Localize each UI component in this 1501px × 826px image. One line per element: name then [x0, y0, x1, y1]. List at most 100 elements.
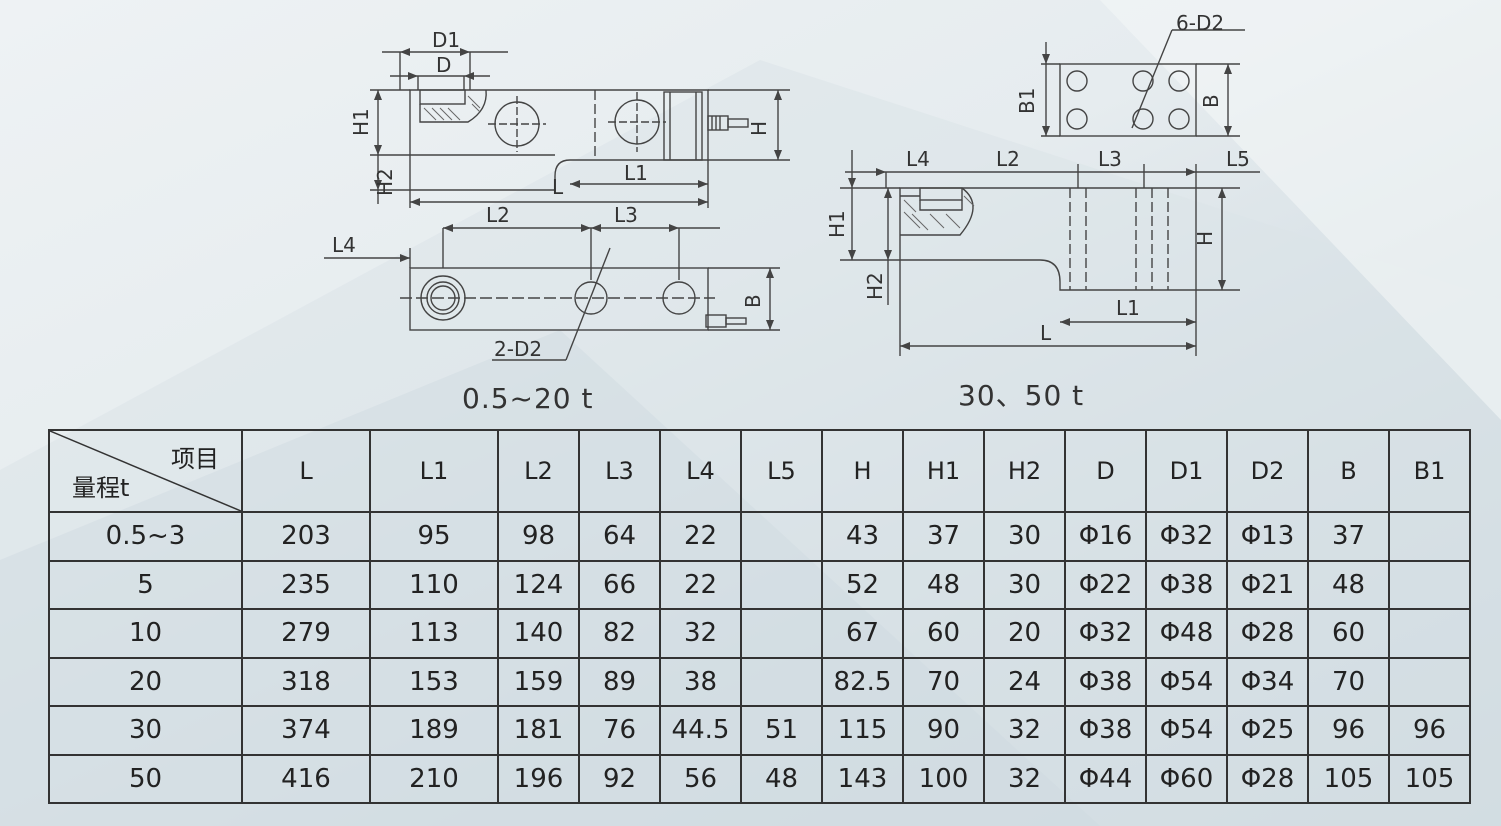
label-h2: H2: [373, 168, 397, 196]
table-cell: Φ54: [1145, 705, 1228, 756]
table-cell: 96: [1307, 705, 1390, 756]
table-cell: Φ32: [1145, 511, 1228, 562]
table-cell: 181: [497, 705, 580, 756]
header-cell: L3: [578, 429, 661, 513]
label-l4-right: L4: [906, 147, 930, 171]
left-side-view: [370, 51, 790, 208]
table-cell: Φ28: [1226, 753, 1309, 804]
table-cell: 374: [241, 705, 371, 756]
table-cell: 22: [659, 511, 742, 562]
table-cell: 32: [983, 753, 1066, 804]
header-cell: B1: [1388, 429, 1471, 513]
label-h2-right: H2: [863, 272, 887, 300]
label-h: H: [747, 121, 771, 136]
label-h-right: H: [1193, 231, 1217, 246]
table-cell: 100: [902, 753, 985, 804]
table-cell: 196: [497, 753, 580, 804]
table-cell: 189: [369, 705, 499, 756]
label-l3-right: L3: [1098, 147, 1122, 171]
table-cell: 90: [902, 705, 985, 756]
table-cell: 67: [821, 608, 904, 659]
technical-drawing: D1 D H1 H2 H L1 L L2 L3 L4 B 2-D2 6-D2 B…: [324, 11, 1260, 361]
table-cell: Φ48: [1145, 608, 1228, 659]
range-cell: 30: [48, 705, 243, 756]
table-cell: 98: [497, 511, 580, 562]
table-cell: 48: [902, 559, 985, 610]
table-cell: 203: [241, 511, 371, 562]
table-cell: 20: [983, 608, 1066, 659]
table-cell: 30: [983, 559, 1066, 610]
table-cell: Φ13: [1226, 511, 1309, 562]
corner-label-range: 量程t: [72, 474, 130, 502]
table-cell: 37: [1307, 511, 1390, 562]
table-cell: 32: [983, 705, 1066, 756]
range-cell: 10: [48, 608, 243, 659]
table-cell: 115: [821, 705, 904, 756]
table-cell: 51: [740, 705, 823, 756]
table-cell: [740, 511, 823, 562]
header-cell: D2: [1226, 429, 1309, 513]
table-cell: Φ60: [1145, 753, 1228, 804]
table-cell: 113: [369, 608, 499, 659]
label-l-right: L: [1040, 321, 1052, 345]
table-cell: Φ25: [1226, 705, 1309, 756]
table-cell: Φ28: [1226, 608, 1309, 659]
table-cell: Φ38: [1064, 656, 1147, 707]
header-cell: H1: [902, 429, 985, 513]
header-cell: L2: [497, 429, 580, 513]
header-cell: L4: [659, 429, 742, 513]
table-cell: 44.5: [659, 705, 742, 756]
header-cell: L1: [369, 429, 499, 513]
label-d1: D1: [432, 28, 460, 52]
table-cell: [1388, 656, 1471, 707]
table-cell: Φ32: [1064, 608, 1147, 659]
table-cell: 110: [369, 559, 499, 610]
label-d: D: [436, 53, 451, 77]
table-cell: 76: [578, 705, 661, 756]
corner-cell: 项目 量程t: [48, 429, 243, 513]
range-cell: 20: [48, 656, 243, 707]
table-cell: Φ44: [1064, 753, 1147, 804]
spec-table: 项目 量程t L L1 L2 L3 L4 L5 H H1 H2 D D1 D2 …: [48, 429, 1471, 804]
label-l: L: [552, 175, 564, 199]
table-cell: 64: [578, 511, 661, 562]
table-cell: 124: [497, 559, 580, 610]
label-l2-right: L2: [996, 147, 1020, 171]
table-cell: 235: [241, 559, 371, 610]
table-cell: 96: [1388, 705, 1471, 756]
table-cell: 24: [983, 656, 1066, 707]
right-side-view: [840, 150, 1260, 356]
label-l1-right: L1: [1116, 296, 1140, 320]
table-cell: 153: [369, 656, 499, 707]
range-cell: 50: [48, 753, 243, 804]
table-header-row: 项目 量程t L L1 L2 L3 L4 L5 H H1 H2 D D1 D2 …: [48, 429, 1471, 513]
header-cell: B: [1307, 429, 1390, 513]
table-cell: Φ34: [1226, 656, 1309, 707]
label-6-d2: 6-D2: [1176, 11, 1224, 35]
table-cell: 159: [497, 656, 580, 707]
header-cell: H: [821, 429, 904, 513]
table-cell: 66: [578, 559, 661, 610]
table-cell: 89: [578, 656, 661, 707]
label-l1: L1: [624, 161, 648, 185]
corner-label-item: 项目: [171, 445, 219, 473]
header-cell: D: [1064, 429, 1147, 513]
table-cell: Φ38: [1064, 705, 1147, 756]
header-cell: D1: [1145, 429, 1228, 513]
range-cell: 0.5~3: [48, 511, 243, 562]
table-cell: Φ22: [1064, 559, 1147, 610]
table-cell: 70: [1307, 656, 1390, 707]
table-cell: Φ21: [1226, 559, 1309, 610]
label-b1: B1: [1015, 88, 1039, 114]
table-cell: 70: [902, 656, 985, 707]
table-cell: 318: [241, 656, 371, 707]
table-cell: 60: [902, 608, 985, 659]
label-b: B: [741, 294, 765, 308]
table-cell: 48: [1307, 559, 1390, 610]
table-cell: 143: [821, 753, 904, 804]
table-cell: Φ38: [1145, 559, 1228, 610]
